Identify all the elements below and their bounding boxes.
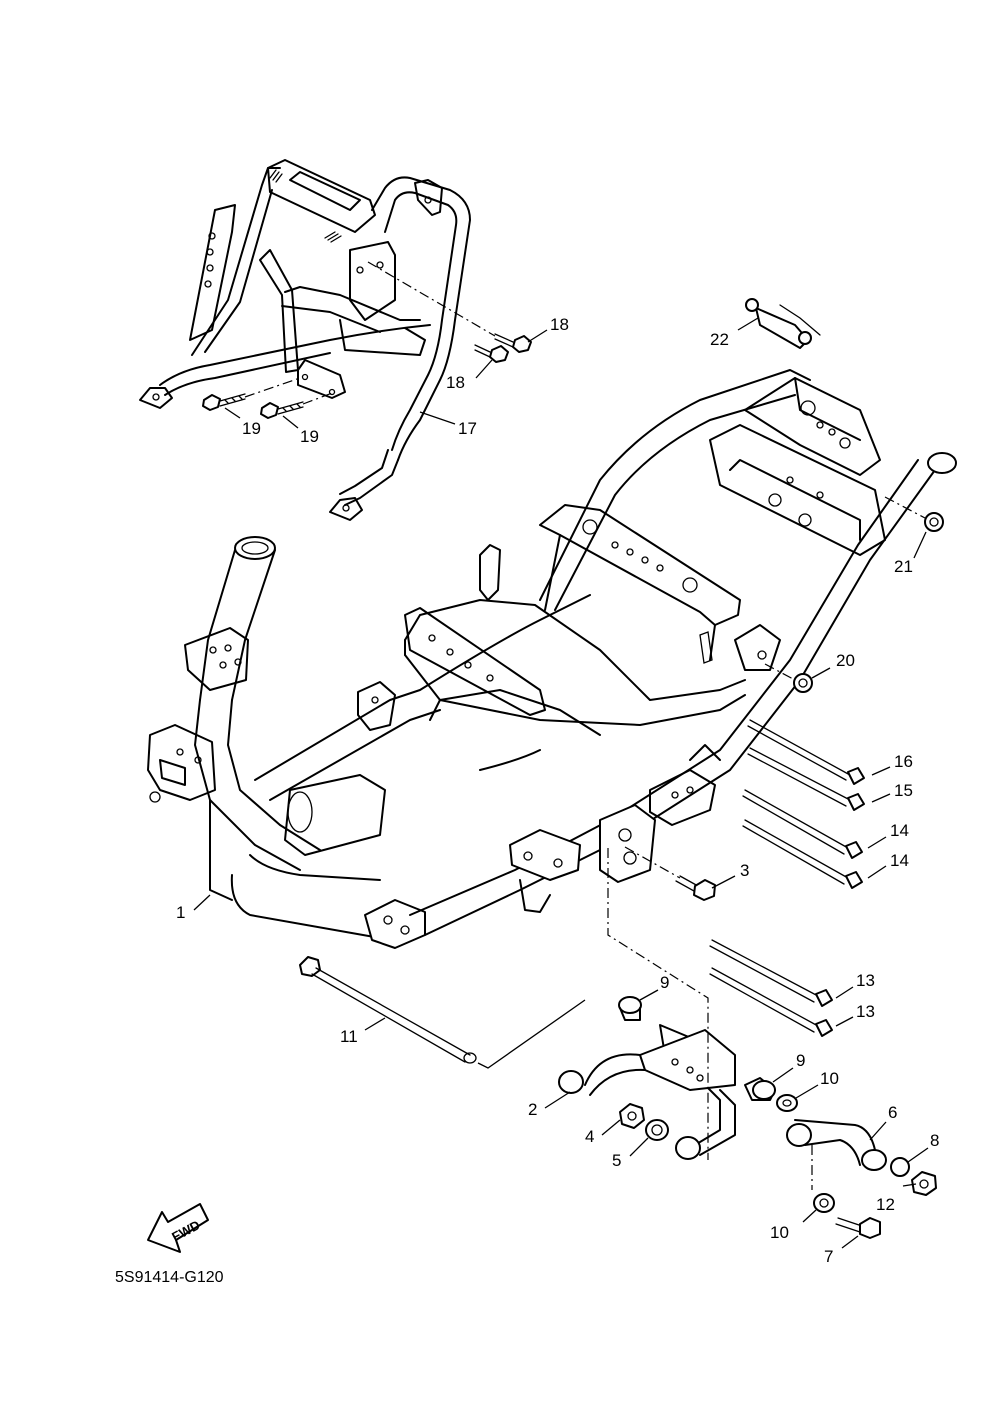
bolt-19-b (260, 401, 304, 419)
callout-15: 15 (894, 781, 913, 800)
part-22 (745, 298, 821, 349)
cable-tie-15 (747, 747, 865, 811)
callout-17: 17 (458, 419, 477, 438)
callout-19-b: 19 (300, 427, 319, 446)
callout-19-a: 19 (242, 419, 261, 438)
callout-10-bottom: 10 (770, 1223, 789, 1242)
cable-tie-16 (747, 719, 865, 785)
callout-18-a: 18 (550, 315, 569, 334)
washer-8 (890, 1157, 910, 1177)
callout-10-top: 10 (820, 1069, 839, 1088)
callout-6: 6 (888, 1103, 897, 1122)
callout-9-top: 9 (660, 973, 669, 992)
long-bolt-11 (299, 956, 477, 1064)
callout-leaders (193, 317, 929, 1249)
grommet-20 (793, 673, 813, 693)
cable-tie-13-b (709, 967, 833, 1037)
callout-1: 1 (176, 903, 185, 922)
washer-10-bottom (813, 1193, 835, 1213)
callout-12: 12 (876, 1195, 895, 1214)
nut-12 (911, 1171, 937, 1196)
bolt-18-a (494, 333, 532, 353)
callout-22: 22 (710, 330, 729, 349)
bolt-3 (675, 875, 716, 901)
main-frame (147, 369, 957, 949)
callout-13-b: 13 (856, 1002, 875, 1021)
callout-18-b: 18 (446, 373, 465, 392)
cable-tie-14-b (742, 819, 863, 889)
collar-9-top (618, 996, 642, 1021)
callout-9-right: 9 (796, 1051, 805, 1070)
callout-11: 11 (340, 1027, 358, 1046)
bolt-7 (835, 1217, 881, 1239)
callout-16: 16 (894, 752, 913, 771)
callout-20: 20 (836, 651, 855, 670)
rear-carrier-bracket (139, 159, 471, 521)
callout-5: 5 (612, 1151, 621, 1170)
callout-7: 7 (824, 1247, 833, 1266)
nut-4 (619, 1103, 645, 1129)
cable-tie-14-a (742, 789, 863, 859)
cable-tie-13-a (709, 939, 833, 1007)
callout-2: 2 (528, 1100, 537, 1119)
bolt-18-b (474, 344, 509, 363)
callout-14-b: 14 (890, 851, 909, 870)
callout-4: 4 (585, 1127, 594, 1146)
callout-14-a: 14 (890, 821, 909, 840)
callout-labels: 1 2 3 4 5 6 7 8 9 9 10 10 11 12 13 13 14… (176, 315, 939, 1266)
callout-8: 8 (930, 1131, 939, 1150)
diagram-code: 5S91414-G120 (115, 1269, 224, 1286)
grommet-21 (924, 512, 944, 532)
callout-21: 21 (894, 557, 913, 576)
callout-13-a: 13 (856, 971, 875, 990)
collar-9-right (744, 1077, 776, 1101)
link-6 (786, 1119, 887, 1171)
washer-10-top (776, 1094, 798, 1112)
fwd-arrow-icon: FWD (147, 1203, 209, 1253)
bolt-19-a (202, 393, 246, 411)
callout-3: 3 (740, 861, 749, 880)
washer-5 (645, 1119, 669, 1141)
